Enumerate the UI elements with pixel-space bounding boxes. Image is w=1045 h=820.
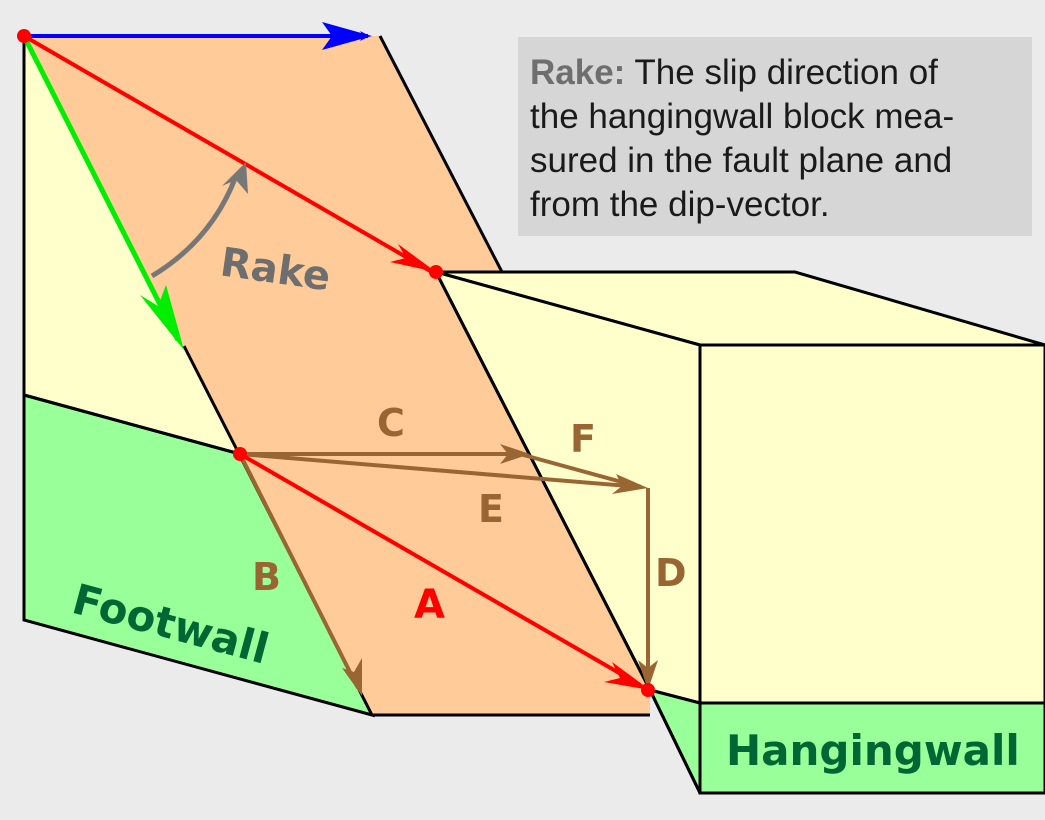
fault-plane-lower <box>240 454 650 715</box>
slip-vector-upper <box>22 34 434 274</box>
fault-edge-top <box>378 35 504 273</box>
label-b: B <box>252 555 281 599</box>
footwall-top-edge <box>23 393 241 456</box>
definition-line-1: Rake: The slip direction of <box>530 51 1032 95</box>
origin-point <box>17 29 31 43</box>
hangingwall-green-face <box>698 701 1045 795</box>
rake-arc-head <box>222 162 248 194</box>
definition-line-1-text: The slip direction of <box>634 53 938 92</box>
slip-start-point-lower <box>233 447 247 461</box>
slip-end-point-lower <box>641 683 655 697</box>
definition-term: Rake: <box>530 53 626 92</box>
label-e: E <box>478 487 504 531</box>
label-f: F <box>570 417 596 461</box>
definition-line-2: the hangingwall block mea- <box>530 97 955 136</box>
vector-a-head <box>604 662 650 690</box>
dip-vector-arrow <box>21 34 181 342</box>
hangingwall-front-face <box>698 343 1045 705</box>
rake-definition-box: Rake: The slip direction of the hangingw… <box>518 37 1032 236</box>
vector-b-head <box>342 658 362 696</box>
vector-b <box>238 453 360 689</box>
vector-f <box>519 452 641 489</box>
label-a: A <box>414 582 445 628</box>
fault-edge-right-lower <box>648 689 702 794</box>
label-c: C <box>377 401 405 445</box>
vector-a <box>238 452 642 687</box>
hangingwall-label: Hangingwall <box>726 726 1020 775</box>
strike-arrowhead <box>322 22 372 50</box>
fault-plane-upper <box>24 36 650 715</box>
slip-end-point-upper <box>429 265 443 279</box>
slip-vector-upper-head <box>390 244 436 272</box>
label-d: D <box>655 551 687 595</box>
vector-d-head <box>638 660 658 690</box>
definition-line-4: from the dip-vector. <box>530 185 830 224</box>
rake-arc <box>150 175 239 279</box>
vector-c-head <box>500 444 530 464</box>
vector-e <box>239 452 641 489</box>
dip-arrowhead <box>140 285 184 350</box>
definition-line-3: sured in the fault plane and <box>530 141 953 180</box>
